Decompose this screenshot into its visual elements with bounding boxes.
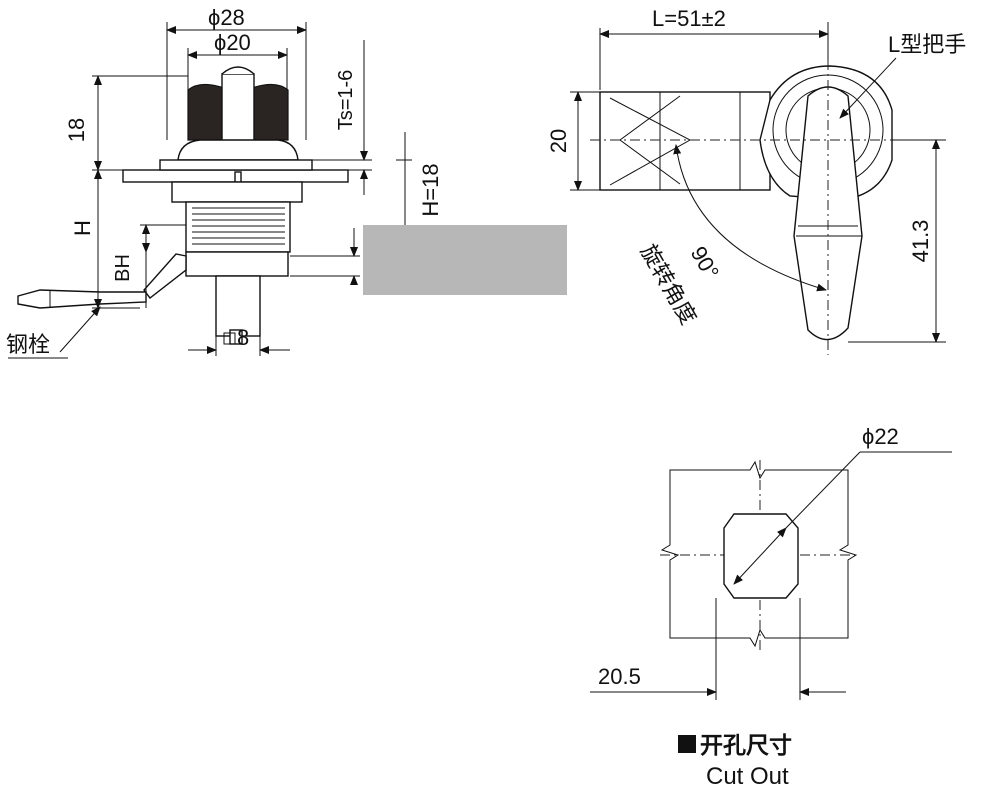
across-flats-label: 20.5 (598, 664, 641, 689)
l-handle-label: L型把手 (888, 32, 966, 57)
body-height-label: H (70, 220, 95, 236)
panel-outline (660, 460, 858, 648)
cutout-diameter-label: ϕ22 (862, 424, 899, 449)
steel-bolt-label: 钢栓 (6, 332, 50, 357)
cutout-title-en: Cut Out (706, 763, 789, 790)
h-value-label: H=18 (418, 163, 443, 216)
inner-diameter-label: ϕ20 (214, 30, 251, 55)
knob-right-lobe (251, 83, 289, 141)
length-label: L=51±2 (652, 6, 726, 31)
knob-collar (177, 139, 299, 161)
knob-left-lobe (187, 83, 225, 141)
front-view: ϕ28 ϕ20 (6, 5, 443, 359)
ts-label: Ts=1-6 (335, 70, 357, 131)
nut (171, 181, 303, 203)
cutout-title-cn: 开孔尺寸 (700, 732, 792, 758)
outer-diameter-label: ϕ28 (208, 5, 245, 30)
knob-core (221, 73, 255, 145)
square-symbol-icon (223, 332, 236, 345)
steel-bolt (17, 289, 147, 309)
square-size-label: 8 (237, 325, 249, 350)
knob-height-label: 18 (64, 118, 89, 142)
rotation-angle-label: 90° (686, 242, 724, 283)
cam-plate (185, 251, 289, 277)
handle-height-label: 41.3 (908, 220, 933, 263)
redaction-overlay (363, 225, 567, 295)
thread-lines (192, 207, 285, 245)
rotation-arc (673, 144, 827, 292)
bolt-lever (143, 253, 187, 299)
title-square-icon (678, 735, 696, 753)
width-label: 20 (546, 129, 571, 153)
side-view: L=51±2 20 41.3 L型把手 90° 旋转角度 (546, 6, 966, 355)
cutout-view: ϕ22 20.5 开孔尺寸 Cut Out (590, 424, 952, 790)
bh-label: BH (112, 254, 134, 282)
